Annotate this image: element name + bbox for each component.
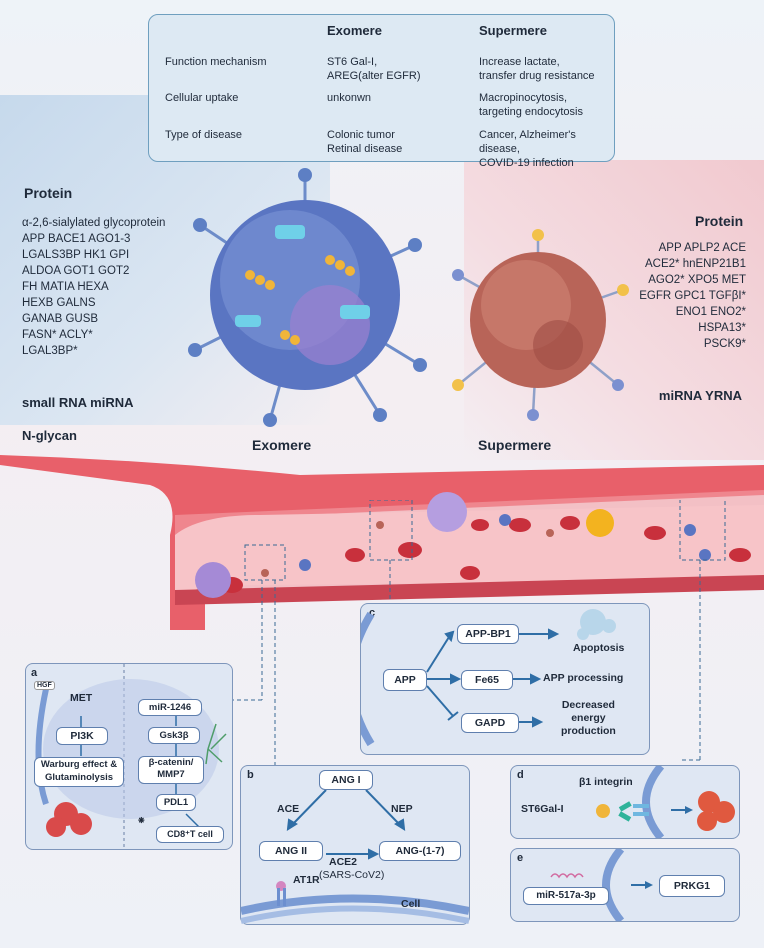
cd8-box: CD8⁺T cell	[156, 826, 224, 843]
hgf-label: HGF	[34, 681, 55, 690]
apoptotic-cell-icon	[577, 609, 616, 640]
row-supermere: Macropinocytosis, targeting endocytosis	[479, 92, 583, 118]
gapd-box: GAPD	[461, 713, 519, 733]
row-supermere: Increase lactate, transfer drug resistan…	[479, 56, 595, 82]
ang17-box: ANG-(1-7)	[379, 841, 461, 861]
protein-line: ACE2* hnENP21B1	[644, 258, 746, 270]
panel-b-tag: b	[247, 769, 254, 781]
white-cell-icon	[195, 562, 231, 598]
protein-line: PSCK9*	[703, 338, 746, 350]
ang1-box: ANG I	[319, 770, 373, 790]
met-label: MET	[70, 692, 93, 704]
exomere-particle	[188, 168, 427, 427]
protein-line: FASN* ACLY*	[22, 329, 93, 341]
app-processing-label: APP processing	[543, 672, 624, 684]
pi3k-box: PI3K	[56, 727, 108, 745]
row-exomere: ST6 Gal-I, AREG(alter EGFR)	[327, 56, 421, 82]
at1r-receptor-icon	[276, 881, 286, 906]
supermere-label: Supermere	[478, 437, 552, 453]
panel-a: a HGF MET PI3K Warburg effect & Glutamin…	[25, 663, 233, 850]
warburg-box: Warburg effect & Glutaminolysis	[34, 757, 124, 787]
row-exomere: Colonic tumor Retinal disease	[327, 129, 403, 155]
protein-line: EGFR GPC1 TGFβI*	[639, 290, 746, 302]
protein-line: AGO2* XPO5 MET	[648, 274, 746, 286]
bcatenin-box: β-catenin/ MMP7	[138, 756, 204, 784]
protein-line: α-2,6-sialylated glycoprotein	[22, 217, 166, 229]
panel-d: d β1 integrin ST6Gal-I	[510, 765, 740, 839]
energy-label: Decreased energy production	[561, 699, 616, 737]
row-exomere: unkonwn	[327, 92, 372, 104]
apoptosis-label: Apoptosis	[573, 642, 625, 654]
row-supermere: Cancer, Alzheimer's disease, COVID-19 in…	[479, 129, 576, 169]
gsk3b-box: Gsk3β	[148, 727, 200, 744]
ang2-box: ANG II	[259, 841, 323, 861]
protein-line: ENO1 ENO2*	[675, 306, 746, 318]
comparison-table: Exomere Supermere Function mechanism ST6…	[148, 14, 615, 169]
row-label: Cellular uptake	[165, 92, 239, 104]
sars-label: (SARS-CoV2)	[319, 869, 385, 881]
col-supermere: Supermere	[479, 23, 547, 38]
panel-c: c APP APP-BP1 Fe65 GAPD Apoptosis APP pr…	[360, 603, 650, 755]
exomere-protein-title: Protein	[24, 185, 73, 201]
blood-vessel	[0, 455, 764, 630]
row-label: Function mechanism	[165, 56, 267, 68]
fe65-box: Fe65	[461, 670, 513, 690]
prkg1-box: PRKG1	[659, 875, 725, 897]
sun-cell-icon	[586, 509, 614, 537]
app-box: APP	[383, 669, 427, 691]
panel-a-tag: a	[31, 667, 38, 679]
tcell-icon: ❋	[138, 816, 145, 825]
neuron-icon	[205, 723, 227, 765]
protein-line: HSPA13*	[698, 322, 746, 334]
st6gal-icon	[596, 804, 610, 818]
nep-label: NEP	[391, 803, 413, 815]
app-bp1-box: APP-BP1	[457, 624, 519, 644]
col-exomere: Exomere	[327, 23, 382, 38]
tumor-cluster-icon	[697, 791, 735, 831]
panel-c-tag: c	[369, 607, 376, 619]
row-label: Type of disease	[165, 129, 243, 141]
supermere-rna: miRNA YRNA	[658, 388, 742, 403]
ace-label: ACE	[277, 803, 300, 815]
pdl1-box: PDL1	[156, 794, 196, 811]
mir-1246-box: miR-1246	[138, 699, 202, 716]
panel-e-tag: e	[517, 852, 524, 864]
ace2-label: ACE2	[329, 856, 358, 868]
supermere-protein-title: Protein	[695, 213, 744, 229]
mir-517a-box: miR-517a-3p	[523, 887, 609, 905]
panel-b: b ANG I ACE NEP ANG II ACE2 (SARS-CoV2) …	[240, 765, 470, 925]
exomere-glycan: N-glycan	[22, 428, 77, 443]
red-blood-cells	[221, 516, 751, 593]
protein-line: APP BACE1 AGO1-3	[22, 233, 131, 245]
protein-line: HEXB GALNS	[22, 297, 96, 309]
protein-line: FH MATIA HEXA	[22, 281, 109, 293]
exomere-rna: small RNA miRNA	[22, 395, 134, 410]
panel-e: e miR-517a-3p PRKG1	[510, 848, 740, 922]
supermere-protein-list: APP APLP2 ACE ACE2* hnENP21B1 AGO2* XPO5…	[639, 240, 746, 352]
beta1-integrin-label: β1 integrin	[579, 776, 633, 788]
mirna-icon	[550, 873, 584, 879]
protein-line: APP APLP2 ACE	[658, 242, 746, 254]
protein-line: LGALS3BP HK1 GPI	[22, 249, 130, 261]
protein-line: LGAL3BP*	[22, 345, 78, 357]
supermere-particle	[452, 229, 629, 421]
protein-line: ALDOA GOT1 GOT2	[22, 265, 130, 277]
exomere-label: Exomere	[252, 437, 312, 453]
st6gal-label: ST6Gal-I	[521, 803, 564, 815]
protein-line: GANAB GUSB	[22, 313, 99, 325]
at1r-label: AT1R	[293, 874, 320, 886]
cell-label: Cell	[401, 898, 421, 910]
tumor-cells-icon	[46, 802, 92, 837]
panel-d-tag: d	[517, 769, 524, 781]
exomere-protein-list: α-2,6-sialylated glycoprotein APP BACE1 …	[22, 215, 165, 359]
